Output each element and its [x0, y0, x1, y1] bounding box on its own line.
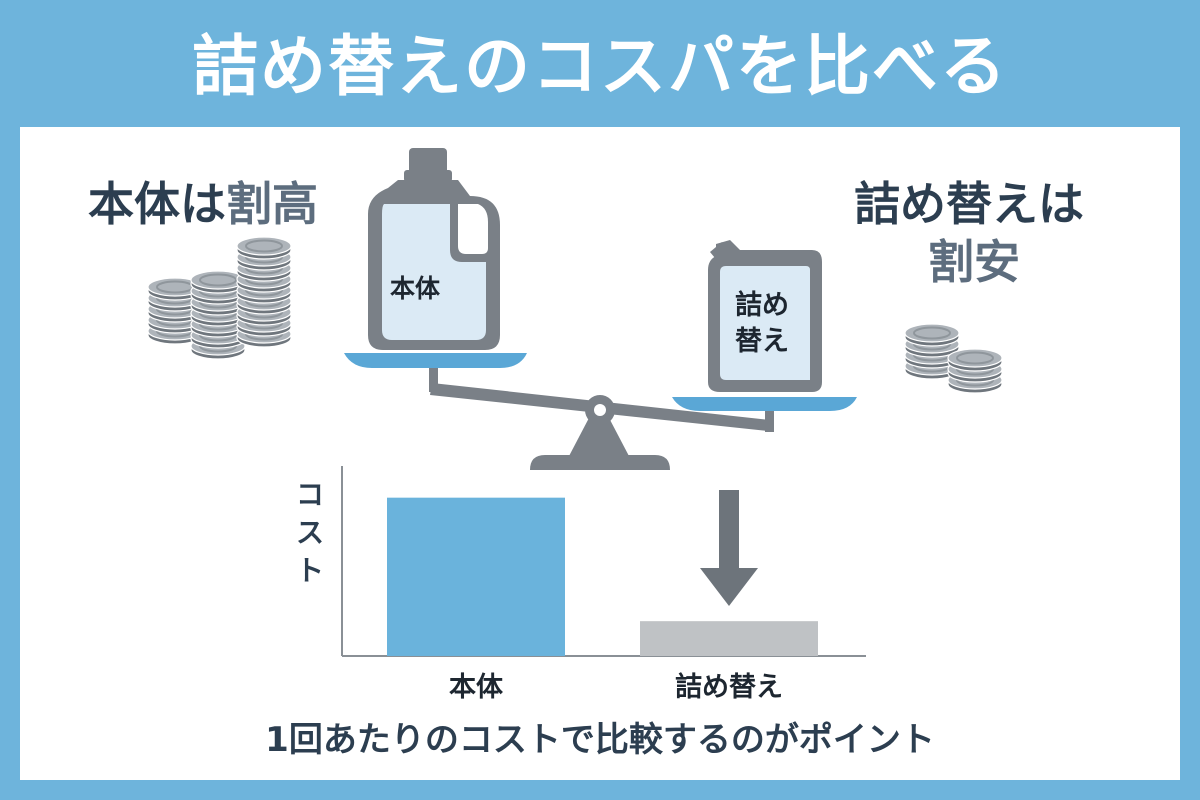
bar-refill: [640, 621, 818, 656]
left-heading-part2: 割高: [226, 177, 318, 231]
pouch-label-line1: 詰め: [735, 289, 789, 321]
y-axis-label: コスト: [296, 478, 324, 587]
right-heading-line2: 割安: [928, 235, 1020, 289]
bar-honntai: [387, 497, 565, 656]
page-title: 詰め替えのコスパを比べる: [192, 28, 1008, 105]
left-heading: 本体は割高: [88, 177, 318, 232]
refill-pouch-icon: [708, 240, 822, 392]
bar-label-refill: 詰め替え: [675, 671, 783, 703]
y-axis-label-char: コ: [296, 478, 324, 511]
left-coin-stacks-icon: [147, 236, 292, 360]
left-heading-part1: 本体は: [88, 177, 226, 231]
down-arrow-icon: [700, 490, 758, 606]
footer-note: 1回あたりのコストで比較するのがポイント: [265, 720, 935, 760]
bar-label-honntai: 本体: [449, 672, 504, 703]
balance-scale-icon: [344, 353, 857, 470]
y-axis-label-char: ス: [296, 516, 324, 549]
y-axis-label-char: ト: [296, 554, 324, 587]
pouch-label-line2: 替え: [735, 326, 789, 357]
right-coin-stacks-icon: [904, 323, 1003, 394]
cost-bar-chart: コスト 本体 詰め替え: [296, 466, 866, 703]
bottle-icon: [368, 148, 500, 350]
bottle-label: 本体: [390, 274, 441, 303]
right-heading-line1: 詰め替えは: [854, 177, 1084, 231]
